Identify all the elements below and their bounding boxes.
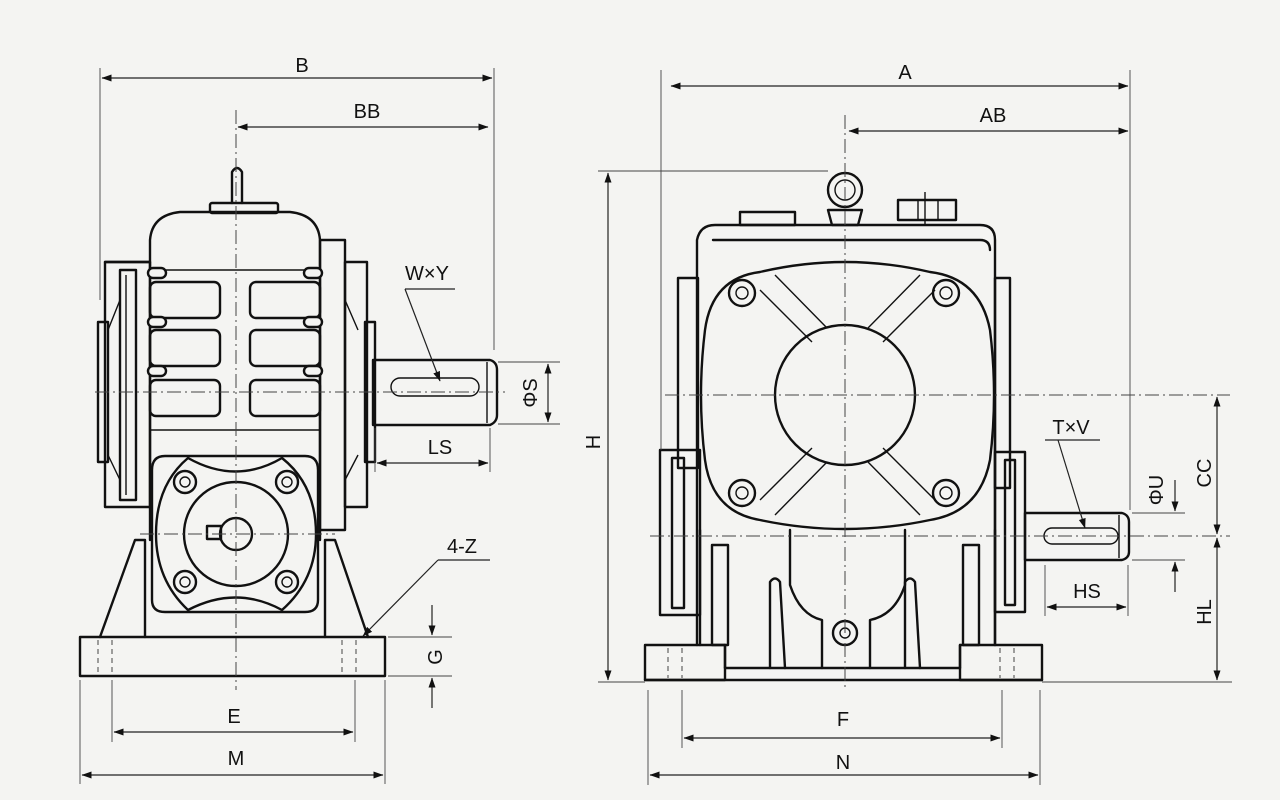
front-top-plate — [738, 210, 797, 227]
side-left-foot — [98, 538, 147, 639]
side-top-cap — [208, 201, 280, 215]
dim-G-label: G — [425, 649, 447, 665]
dim-LS-label: LS — [428, 437, 452, 459]
dim-BB-label: BB — [354, 101, 381, 123]
dim-4Z-label: 4-Z — [447, 536, 477, 558]
dim-PhiU-label: ΦU — [1146, 475, 1168, 505]
dim-WxY-label: W×Y — [405, 263, 449, 285]
dim-A-label: A — [898, 62, 912, 84]
dim-B-label: B — [295, 55, 308, 77]
side-vent-plug — [230, 166, 244, 205]
front-vent-plug — [896, 198, 958, 222]
front-left-foot — [643, 643, 727, 682]
dim-F-label: F — [837, 709, 849, 731]
side-base-plate — [78, 635, 387, 678]
front-right-foot — [958, 643, 1044, 682]
dim-H-label: H — [583, 435, 605, 449]
side-input-shaft — [371, 358, 499, 427]
front-view — [643, 115, 1230, 690]
side-view — [78, 110, 505, 690]
dim-HS-label: HS — [1073, 581, 1101, 603]
front-dimensions: A AB H T×V ΦU CC HL HS F — [583, 62, 1232, 785]
dim-E-label: E — [227, 706, 240, 728]
front-cover-plate — [699, 260, 996, 531]
side-cooling-fins — [146, 266, 324, 418]
dim-PhiS-label: ΦS — [520, 378, 542, 407]
front-cover-bolts — [727, 278, 961, 508]
side-dimensions: B BB W×Y ΦS LS 4-Z G E — [79, 55, 560, 784]
side-shaft-keyway — [390, 377, 480, 397]
side-flange-bolts — [172, 469, 300, 595]
side-right-foot — [323, 538, 370, 639]
dim-TxV-label: T×V — [1052, 417, 1090, 439]
dim-N-label: N — [836, 752, 850, 774]
dim-HL-label: HL — [1194, 599, 1216, 625]
side-output-flange — [150, 454, 320, 614]
front-output-shaft — [1023, 511, 1131, 562]
dim-AB-label: AB — [980, 105, 1007, 127]
dim-CC-label: CC — [1194, 459, 1216, 488]
dim-M-label: M — [228, 748, 245, 770]
